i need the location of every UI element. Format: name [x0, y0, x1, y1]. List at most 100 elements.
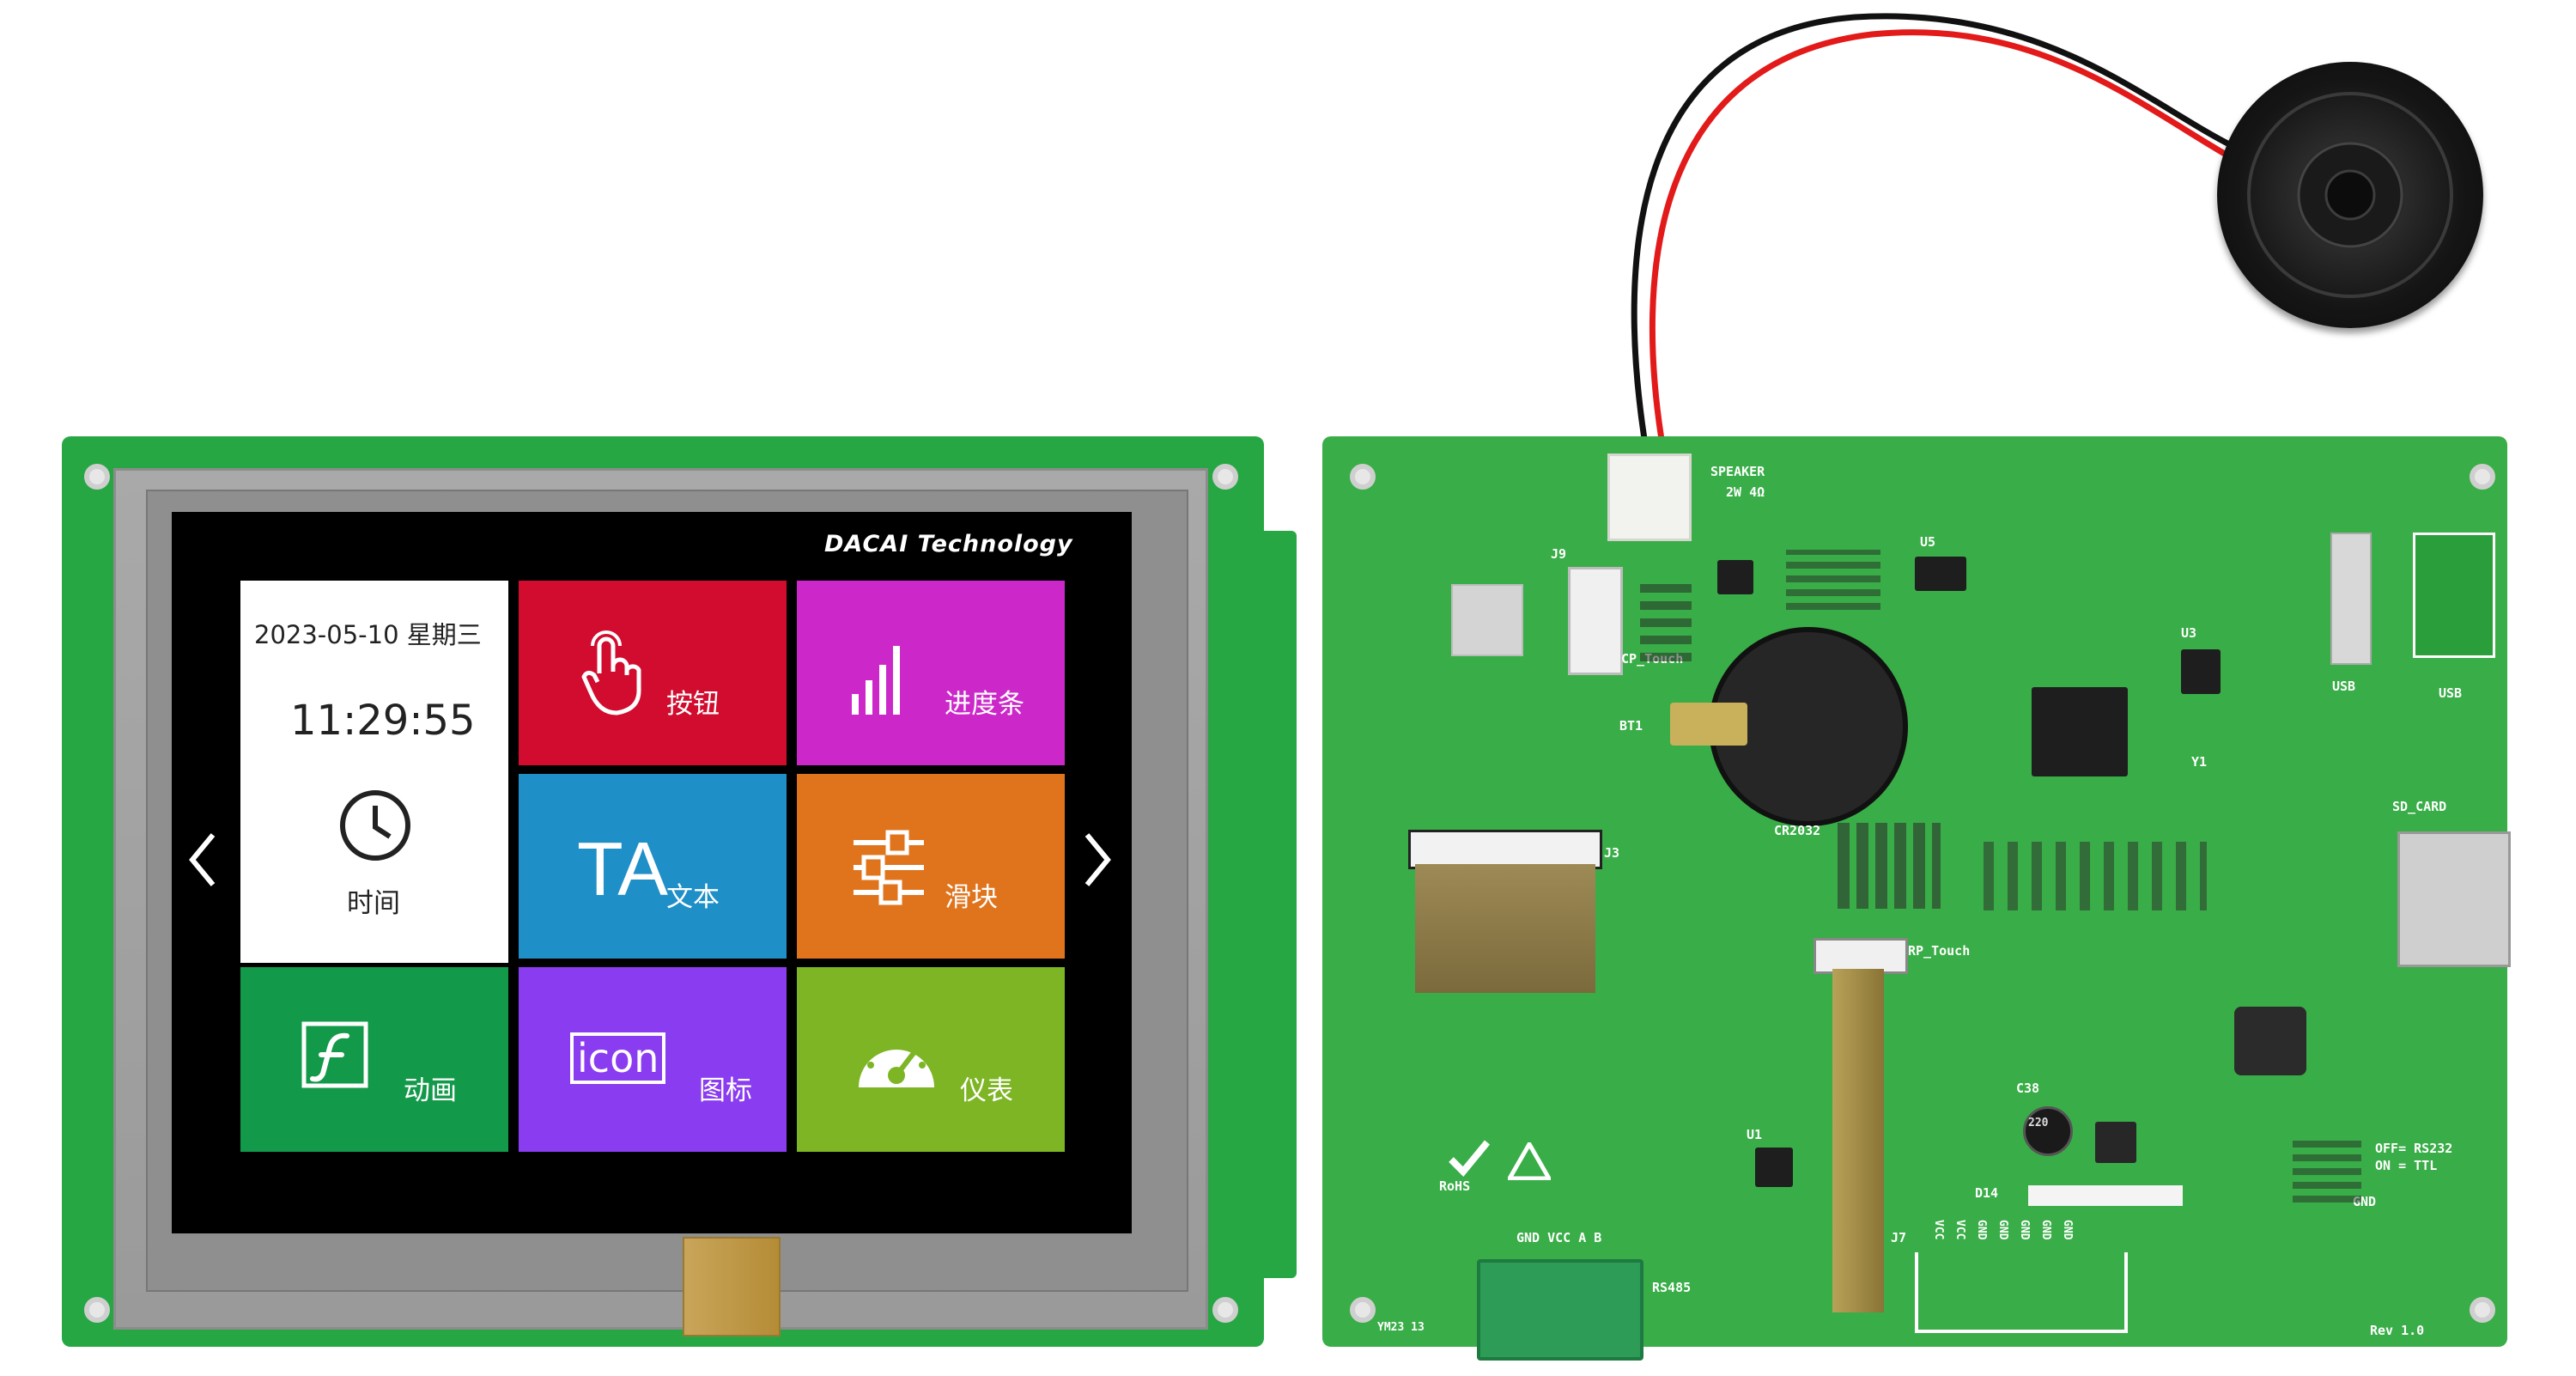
cp-touch-connector: [1568, 567, 1623, 675]
silk-j9: J9: [1551, 546, 1567, 562]
component-cluster: [2293, 1134, 2361, 1202]
signal-bars-icon: [852, 646, 900, 715]
silk-usb-a: USB: [2332, 679, 2356, 694]
pin-label: GND: [2039, 1220, 2052, 1240]
pin-label: VCC: [1953, 1220, 1966, 1240]
usb-header: [2330, 533, 2372, 665]
speaker-cone-icon: [2247, 92, 2453, 298]
touch-flex-cable: [683, 1237, 781, 1336]
chevron-right-icon[interactable]: [1080, 830, 1115, 890]
text-ta-icon: TA: [577, 826, 668, 911]
silk-rp-touch: RP_Touch: [1908, 943, 1971, 959]
main-mcu-chip: [2032, 687, 2128, 776]
mounting-hole: [84, 464, 110, 490]
silk-off-rs232: OFF= RS232: [2375, 1141, 2453, 1156]
silk-cr2032: CR2032: [1774, 823, 1821, 838]
silk-u1: U1: [1747, 1127, 1763, 1142]
mounting-hole: [84, 1297, 110, 1323]
rp-flex-cable: [1832, 969, 1884, 1312]
chip: [1717, 560, 1753, 594]
date-text: 2023-05-10 星期三: [254, 620, 482, 649]
inductor: [2234, 1007, 2306, 1075]
hand-pointer-icon: [581, 630, 641, 715]
battery-clip: [1670, 703, 1747, 746]
mounting-hole: [2470, 1297, 2495, 1323]
silk-y1: Y1: [2191, 754, 2208, 770]
silk-j3: J3: [1604, 845, 1620, 861]
electrolytic-capacitor: [2023, 1106, 2073, 1156]
mounting-hole: [1212, 464, 1238, 490]
chip: [2181, 649, 2221, 694]
tile-progress-label: 进度条: [945, 689, 1024, 720]
mounting-hole: [1350, 1297, 1376, 1323]
tile-text[interactable]: TA 文本: [519, 774, 787, 959]
tile-gauge[interactable]: 仪表: [797, 967, 1065, 1152]
silk-bt1: BT1: [1619, 718, 1643, 734]
silk-speaker-rating: 2W 4Ω: [1726, 484, 1765, 500]
speaker-wires: [1631, 13, 2243, 456]
flash-icon: [301, 1021, 368, 1088]
tile-slider-label: 滑块: [945, 882, 998, 913]
j7-connector: [1915, 1252, 2128, 1333]
chip: [1915, 557, 1966, 591]
silk-u5: U5: [1920, 534, 1936, 550]
silk-rev: Rev 1.0: [2370, 1323, 2425, 1338]
tile-animation[interactable]: 动画: [240, 967, 508, 1152]
tile-icon[interactable]: icon 图标: [519, 967, 787, 1152]
silk-cap-value: 220: [2028, 1117, 2049, 1129]
mounting-hole: [2470, 464, 2495, 490]
mounting-hole: [1212, 1297, 1238, 1323]
inductor: [2095, 1122, 2136, 1163]
speaker-connector: [1607, 454, 1692, 541]
gauge-icon: [859, 1038, 934, 1087]
clock-icon: [340, 790, 410, 861]
time-tile-label: 时间: [347, 888, 400, 919]
component-cluster: [1786, 550, 1880, 610]
tile-slider[interactable]: 滑块: [797, 774, 1065, 959]
j7-pin-labels: VCC VCC GND GND GND GND GND: [1932, 1220, 2074, 1239]
tile-button-label: 按钮: [666, 689, 720, 720]
tile-icon-label: 图标: [699, 1075, 752, 1106]
time-tile[interactable]: 2023-05-10 星期三 11:29:55 时间: [240, 581, 508, 963]
silk-header-pins: GND VCC A B: [1516, 1230, 1602, 1245]
tile-gauge-label: 仪表: [960, 1075, 1013, 1106]
silk-rohs: RoHS: [1439, 1178, 1471, 1194]
resistor-array: [1838, 823, 1941, 909]
sliders-icon: [854, 830, 924, 905]
pin-label: GND: [1996, 1220, 2009, 1240]
pin-label: VCC: [1932, 1220, 1945, 1240]
component-cluster: [1640, 584, 1692, 661]
brand-logo: DACAI Technology: [824, 531, 1073, 557]
silk-d14: D14: [1975, 1185, 1999, 1201]
silk-on-ttl: ON = TTL: [2375, 1158, 2438, 1173]
icon-text-icon: icon: [570, 1032, 666, 1084]
chevron-left-icon[interactable]: [185, 830, 220, 890]
silk-board-id: YM23 13: [1377, 1321, 1425, 1334]
ribbon-cable: [1415, 864, 1595, 993]
lcd-screen: DACAI Technology 2023-05-10 星期三 11:29:55…: [172, 512, 1132, 1233]
clock-time: 11:29:55: [290, 697, 476, 745]
label-pad: [2028, 1185, 2183, 1206]
silk-gnd: GND: [2353, 1194, 2377, 1209]
shield-pad: [1451, 584, 1523, 656]
component-cluster: [1984, 842, 2207, 910]
chip: [1755, 1148, 1793, 1187]
silk-c38: C38: [2016, 1081, 2040, 1096]
tile-text-label: 文本: [666, 882, 720, 913]
pin-label: GND: [1975, 1220, 1988, 1240]
tile-button[interactable]: 按钮: [519, 581, 787, 765]
tile-progress[interactable]: 进度条: [797, 581, 1065, 765]
sd-card-slot: [2397, 831, 2511, 967]
pin-label: GND: [2061, 1220, 2074, 1240]
silk-u3: U3: [2181, 625, 2197, 641]
rohs-check-icon: [1449, 1140, 1491, 1177]
esd-warning-icon: [1508, 1142, 1551, 1180]
silk-rs485: RS485: [1652, 1280, 1692, 1295]
pin-label: GND: [2018, 1220, 2031, 1240]
silk-usb-b: USB: [2439, 685, 2463, 701]
tile-animation-label: 动画: [404, 1075, 457, 1106]
silk-speaker: SPEAKER: [1710, 464, 1765, 479]
silk-sd-card: SD_CARD: [2392, 799, 2447, 814]
usb-footprint: [2413, 533, 2495, 658]
rs485-terminal-block: [1477, 1259, 1643, 1361]
